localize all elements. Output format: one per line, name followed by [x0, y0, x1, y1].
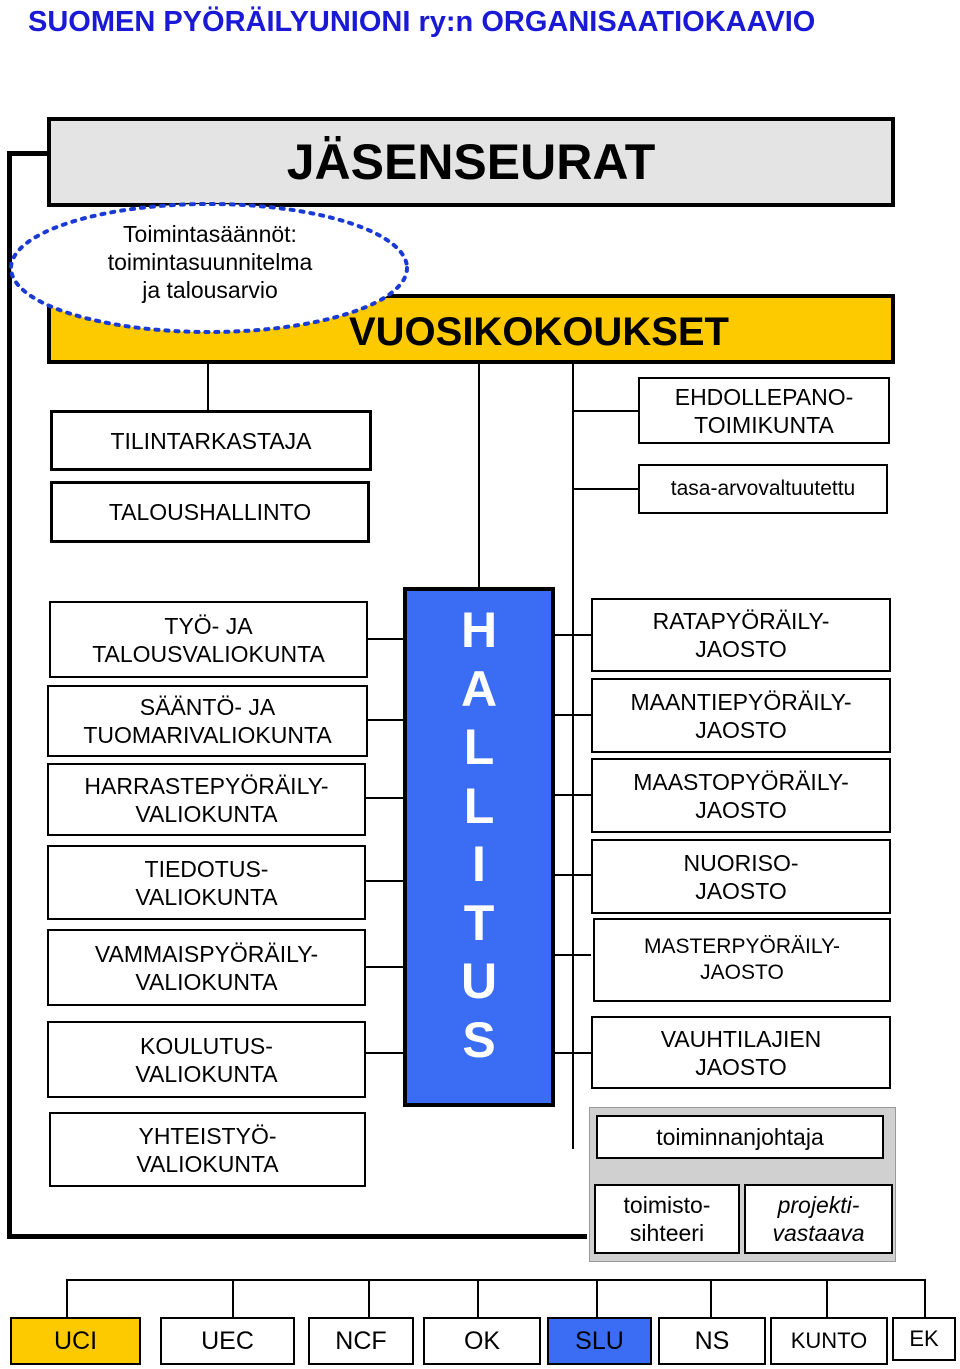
hallitus-letter: H — [460, 602, 498, 658]
org-uci-box: UCI — [10, 1317, 141, 1365]
section-box: MAANTIEPYÖRÄILY- JAOSTO — [591, 678, 891, 753]
toimistosihteeri-box: toimisto- sihteeri — [594, 1184, 740, 1254]
section-box: VAUHTILAJIEN JAOSTO — [591, 1016, 891, 1089]
org-ns-box: NS — [658, 1317, 766, 1365]
org-ok-box: OK — [423, 1317, 541, 1365]
jasenseurat-box: JÄSENSEURAT — [47, 117, 895, 207]
section-box: NUORISO- JAOSTO — [591, 839, 891, 914]
tilintarkastaja-box: TILINTARKASTAJA — [50, 410, 372, 471]
org-uec-box: UEC — [160, 1317, 295, 1365]
page-title: SUOMEN PYÖRÄILYUNIONI ry:n ORGANISAATIOK… — [28, 6, 816, 38]
committee-box: TYÖ- JA TALOUSVALIOKUNTA — [49, 601, 368, 678]
org-ek-box: EK — [892, 1317, 956, 1361]
toiminnanjohtaja-box: toiminnanjohtaja — [596, 1115, 884, 1159]
rules-note: Toimintasäännöt: toimintasuunnitelma ja … — [107, 221, 313, 303]
tasa-arvovaltuutettu-box: tasa-arvovaltuutettu — [638, 464, 888, 514]
hallitus-letter: L — [463, 719, 495, 775]
hallitus-letter: I — [472, 836, 486, 892]
hallitus-letter: U — [460, 953, 498, 1009]
committee-box: HARRASTEPYÖRÄILY- VALIOKUNTA — [47, 763, 366, 836]
projektivastaava-box: projekti- vastaava — [744, 1184, 893, 1254]
committee-box: TIEDOTUS- VALIOKUNTA — [47, 845, 366, 920]
org-ncf-box: NCF — [308, 1317, 414, 1365]
committee-box: KOULUTUS- VALIOKUNTA — [47, 1021, 366, 1098]
hallitus-letter: S — [462, 1011, 496, 1068]
section-box: RATAPYÖRÄILY- JAOSTO — [591, 598, 891, 672]
committee-box: SÄÄNTÖ- JA TUOMARIVALIOKUNTA — [47, 685, 368, 757]
taloushallinto-box: TALOUSHALLINTO — [50, 481, 370, 543]
org-kunto-box: KUNTO — [770, 1317, 888, 1365]
hallitus-box: H A L L I T U S — [403, 587, 555, 1107]
org-slu-box: SLU — [547, 1317, 652, 1365]
hallitus-letter: A — [460, 660, 498, 717]
section-box: MAASTOPYÖRÄILY- JAOSTO — [591, 758, 891, 833]
section-box: MASTERPYÖRÄILY- JAOSTO — [593, 918, 891, 1002]
committee-box: YHTEISTYÖ- VALIOKUNTA — [49, 1112, 366, 1187]
hallitus-letter: L — [463, 777, 495, 834]
ehdollepanotoimikunta-box: EHDOLLEPANO- TOIMIKUNTA — [638, 377, 890, 444]
note-ellipse — [9, 202, 409, 334]
hallitus-letter: T — [463, 894, 495, 951]
committee-box: VAMMAISPYÖRÄILY- VALIOKUNTA — [47, 929, 366, 1006]
